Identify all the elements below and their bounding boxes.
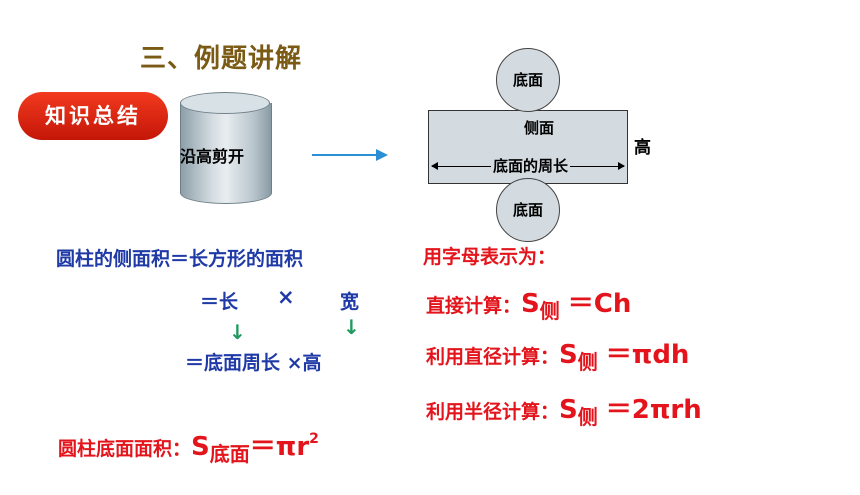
base-area-rhs: ＝πr (249, 432, 310, 462)
bottom-base-circle: 底面 (496, 178, 560, 242)
perimeter-times-height: ＝底面周长 ×高 (185, 352, 322, 374)
summary-badge: 知识总结 (18, 92, 168, 140)
subscript-lateral: 侧 (539, 299, 560, 323)
superscript-2: 2 (309, 431, 319, 447)
lateral-area-definition: 圆柱的侧面积＝长方形的面积 (56, 248, 304, 270)
base-area-formula: 圆柱底面面积：S底面＝πr2 (58, 426, 319, 466)
perimeter-arrow-right (618, 162, 625, 170)
formula-label: 利用直径计算： (426, 346, 560, 368)
formula-rhs: ＝Ch (567, 289, 632, 319)
letter-notation-header: 用字母表示为： (423, 246, 557, 268)
symbol-S: S (521, 289, 540, 319)
cut-label: 沿高剪开 (180, 147, 245, 166)
side-label: 侧面 (524, 119, 555, 137)
formula-label: 利用半径计算： (426, 401, 560, 423)
top-base-circle: 底面 (496, 48, 560, 112)
width-term: 宽 (340, 291, 360, 313)
formula-row: 利用直径计算：S侧 ＝πdh (426, 334, 690, 374)
formula-rhs: ＝πdh (605, 340, 690, 370)
cylinder-body (180, 103, 272, 193)
perimeter-label: 底面的周长 (491, 155, 571, 176)
formula-label: 直接计算： (426, 295, 522, 317)
down-arrow-icon: ↓ (343, 315, 360, 339)
subscript-lateral: 侧 (577, 350, 598, 374)
symbol-S: S (191, 432, 210, 462)
perimeter-arrow-left (431, 162, 438, 170)
formula-rhs: ＝2πrh (605, 395, 702, 425)
subscript-lateral: 侧 (577, 405, 598, 429)
symbol-S: S (559, 395, 578, 425)
base-area-label: 圆柱底面面积： (58, 438, 192, 460)
symbol-S: S (559, 340, 578, 370)
height-label: 高 (634, 138, 651, 158)
cylinder-top (180, 92, 270, 114)
unfold-arrow-head (376, 149, 388, 161)
length-term: ＝长 (200, 291, 239, 313)
formula-row: 利用半径计算：S侧 ＝2πrh (426, 389, 702, 429)
times-sign: × (277, 285, 295, 309)
formula-row: 直接计算：S侧 ＝Ch (426, 283, 632, 323)
section-title: 三、例题讲解 (140, 44, 303, 74)
down-arrow-icon: ↓ (229, 320, 246, 344)
subscript-base: 底面 (209, 442, 250, 466)
unfold-arrow (312, 154, 378, 156)
